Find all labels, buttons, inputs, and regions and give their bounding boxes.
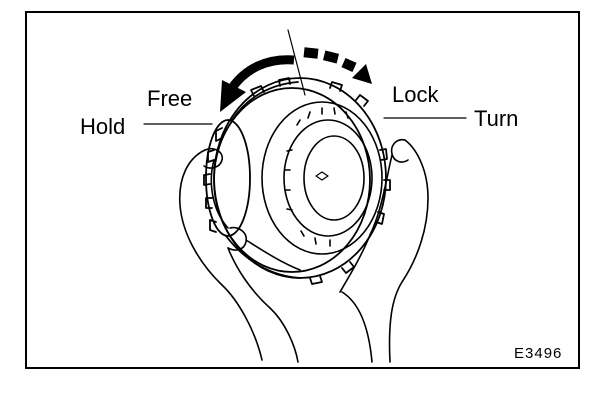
divider-line: [287, 29, 306, 96]
free-arrow-icon: [220, 55, 295, 112]
figure-frame: [25, 11, 580, 369]
left-hand-icon: [178, 147, 301, 363]
lock-arrow-icon: [303, 47, 372, 84]
right-hand-icon: [339, 138, 429, 363]
lock-label: Lock: [392, 82, 439, 107]
clutch-drum-icon: [203, 77, 391, 285]
turn-label: Turn: [474, 106, 519, 131]
figure-code: E3496: [514, 345, 563, 362]
free-label: Free: [147, 86, 193, 111]
hold-label: Hold: [80, 114, 126, 139]
one-way-clutch-icon: [261, 101, 383, 255]
